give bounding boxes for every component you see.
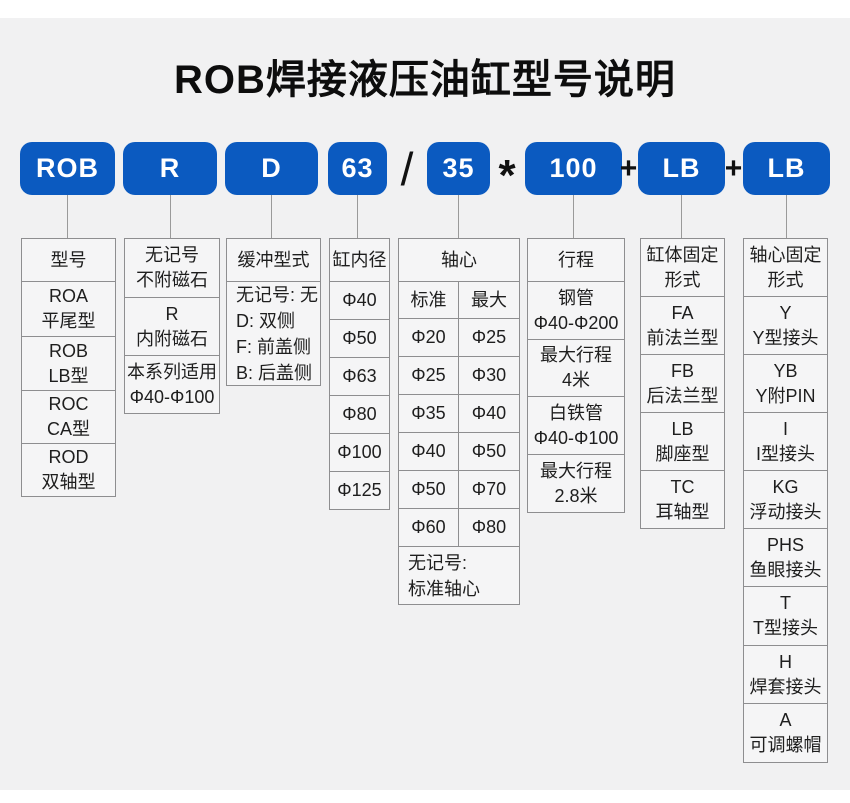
- connector-line: [458, 195, 459, 238]
- cell: 标准: [399, 282, 459, 318]
- cell: 白铁管 Φ40-Φ100: [528, 396, 624, 454]
- cell: ROD 双轴型: [22, 443, 115, 496]
- cell: 缸体固定 形式: [646, 244, 719, 290]
- cell: ROA 平尾型: [22, 281, 115, 336]
- cell: Φ50: [399, 471, 459, 508]
- cell: 最大行程 2.8米: [528, 454, 624, 512]
- badge-series: ROB: [20, 142, 115, 195]
- connector-line: [271, 195, 272, 238]
- table-row: 标准 最大: [399, 281, 519, 318]
- cell: ROC CA型: [22, 390, 115, 443]
- column-magnet: 无记号 不附磁石 R 内附磁石 本系列适用 Φ40-Φ100: [124, 238, 220, 414]
- badge-cushion: D: [225, 142, 318, 195]
- badge-bore: 63: [328, 142, 387, 195]
- cell: TC 耳轴型: [641, 470, 724, 528]
- column-bore: 缸内径 Φ40 Φ50 Φ63 Φ80 Φ100 Φ125: [329, 238, 390, 510]
- cell: Φ80: [471, 517, 507, 537]
- cell: Φ80: [330, 395, 389, 433]
- cell: Φ50: [471, 441, 507, 461]
- cell: ROB LB型: [22, 336, 115, 390]
- table-row: Φ40 Φ50: [399, 432, 519, 470]
- cell: Φ25: [471, 327, 507, 347]
- cell: Φ50: [330, 319, 389, 357]
- badge-body-mount: LB: [638, 142, 725, 195]
- badge-rod: 35: [427, 142, 490, 195]
- table-row: Φ35 Φ40: [399, 394, 519, 432]
- separator-plus-1: +: [619, 151, 638, 185]
- connector-line: [67, 195, 68, 238]
- badge-stroke: 100: [525, 142, 622, 195]
- cell: R 内附磁石: [125, 297, 219, 355]
- cell: 无记号: 无 D: 双侧 F: 前盖侧 B: 后盖侧: [227, 281, 320, 385]
- badge-rod-mount: LB: [743, 142, 830, 195]
- table-row: Φ60 Φ80: [399, 508, 519, 546]
- cell: PHS 鱼眼接头: [744, 528, 827, 586]
- cell: Φ60: [399, 509, 459, 546]
- cell: 最大: [471, 289, 507, 310]
- cell: I I型接头: [744, 412, 827, 470]
- cell: Φ35: [399, 395, 459, 432]
- cell: 本系列适用 Φ40-Φ100: [125, 355, 219, 413]
- cell: 行程: [558, 249, 594, 270]
- cell: A 可调螺帽: [744, 703, 827, 762]
- cell: Φ70: [471, 479, 507, 499]
- column-series: 型号 ROA 平尾型 ROB LB型 ROC CA型 ROD 双轴型: [21, 238, 116, 497]
- column-rod: 轴心 标准 最大 Φ20 Φ25 Φ25 Φ30 Φ35 Φ40 Φ40 Φ50…: [398, 238, 520, 605]
- connector-line: [170, 195, 171, 238]
- cell: Φ63: [330, 357, 389, 395]
- column-rod-mount: 轴心固定 形式 Y Y型接头 YB Y附PIN I I型接头 KG 浮动接头 P…: [743, 238, 828, 763]
- table-row: Φ50 Φ70: [399, 470, 519, 508]
- cell: Φ125: [330, 471, 389, 509]
- cell: FA 前法兰型: [641, 296, 724, 354]
- connector-line: [573, 195, 574, 238]
- cell: Φ20: [399, 319, 459, 356]
- cell: 缸内径: [332, 249, 387, 270]
- cell: 钢管 Φ40-Φ200: [528, 281, 624, 339]
- connector-line: [357, 195, 358, 238]
- cell: 无记号 不附磁石: [136, 245, 208, 290]
- table-row: Φ20 Φ25: [399, 318, 519, 356]
- cell: 型号: [50, 249, 87, 270]
- column-body-mount: 缸体固定 形式 FA 前法兰型 FB 后法兰型 LB 脚座型 TC 耳轴型: [640, 238, 725, 529]
- cell: Φ25: [399, 357, 459, 394]
- page-title: ROB焊接液压油缸型号说明: [174, 58, 676, 102]
- cell: LB 脚座型: [641, 412, 724, 470]
- separator-slash: /: [400, 142, 414, 195]
- cell: Φ40: [399, 433, 459, 470]
- cell: Φ30: [471, 365, 507, 385]
- separator-asterisk: *: [498, 150, 516, 200]
- column-stroke: 行程 钢管 Φ40-Φ200 最大行程 4米 白铁管 Φ40-Φ100 最大行程…: [527, 238, 625, 513]
- cell: KG 浮动接头: [744, 470, 827, 528]
- cell: Y Y型接头: [744, 296, 827, 354]
- table-row: Φ25 Φ30: [399, 356, 519, 394]
- cell: T T型接头: [744, 586, 827, 645]
- badge-magnet: R: [123, 142, 217, 195]
- cell: 缓冲型式: [237, 249, 310, 270]
- connector-line: [786, 195, 787, 238]
- cell: H 焊套接头: [744, 645, 827, 703]
- cell: Φ40: [330, 281, 389, 319]
- cell: Φ40: [471, 403, 507, 423]
- cell: 轴心: [441, 249, 477, 270]
- cell: YB Y附PIN: [744, 354, 827, 412]
- cell: FB 后法兰型: [641, 354, 724, 412]
- separator-plus-2: +: [724, 151, 743, 185]
- column-cushion: 缓冲型式 无记号: 无 D: 双侧 F: 前盖侧 B: 后盖侧: [226, 238, 321, 386]
- cell: Φ100: [330, 433, 389, 471]
- cell: 轴心固定 形式: [749, 244, 822, 290]
- cell: 无记号: 标准轴心: [399, 546, 519, 604]
- connector-line: [681, 195, 682, 238]
- cell: 最大行程 4米: [528, 339, 624, 396]
